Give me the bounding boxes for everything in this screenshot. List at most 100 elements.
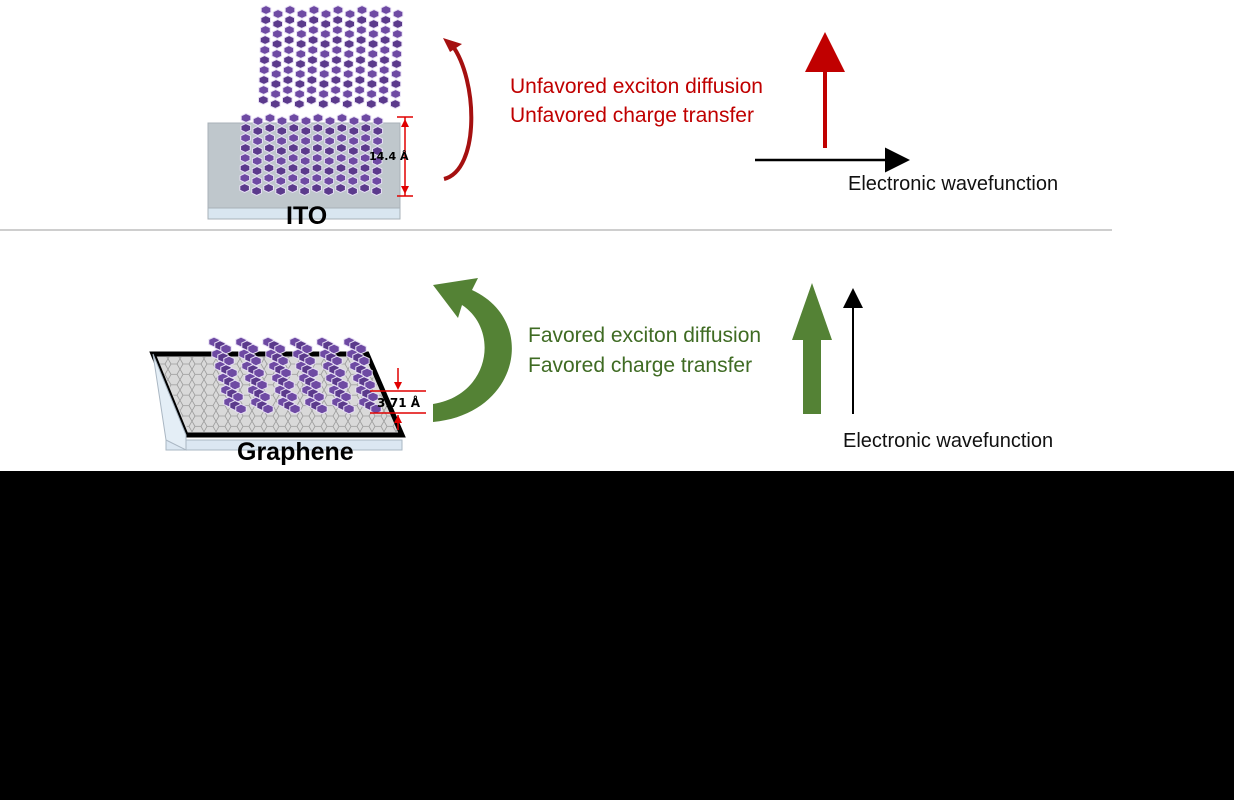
molecule-ring — [307, 45, 319, 55]
molecule-ring — [336, 143, 347, 153]
molecule-ring — [331, 35, 343, 45]
molecule-ring — [308, 15, 319, 25]
molecule-ring — [270, 69, 282, 79]
molecule-ring — [271, 49, 283, 59]
molecule-ring — [343, 403, 355, 415]
molecule-ring — [284, 5, 296, 15]
molecule-ring — [252, 146, 263, 156]
molecule-ring — [323, 186, 334, 196]
molecule-ring — [359, 173, 371, 183]
molecule-ring — [379, 35, 391, 45]
molecule-ring — [344, 29, 355, 39]
molecule-ring — [335, 163, 347, 173]
molecule-ring — [318, 89, 329, 99]
molecule-ring — [306, 65, 318, 75]
molecule-ring — [318, 79, 330, 89]
molecule-ring — [288, 113, 300, 123]
molecule-ring — [368, 19, 379, 29]
molecule-ring — [359, 153, 371, 163]
molecule-ring — [260, 5, 272, 15]
molecule-ring — [295, 49, 307, 59]
molecule-ring — [282, 85, 293, 95]
molecule-ring — [284, 25, 295, 35]
graphene-spacing-label: 3.71 Å — [377, 396, 421, 410]
molecule-ring — [324, 136, 335, 146]
molecule-ring — [262, 403, 274, 415]
molecule-ring — [282, 95, 293, 105]
molecule-ring — [367, 59, 378, 69]
molecule-ring — [307, 55, 318, 65]
molecule-ring — [295, 39, 307, 49]
molecule-ring — [259, 55, 270, 65]
molecule-ring — [390, 89, 401, 99]
molecule-ring — [287, 183, 298, 193]
molecule-ring — [330, 95, 341, 105]
molecule-ring — [283, 45, 295, 55]
molecule-ring — [355, 45, 367, 55]
molecule-ring — [318, 69, 330, 79]
molecule-ring — [342, 89, 353, 99]
graphene-curved-arrow — [433, 278, 512, 422]
molecule-ring — [356, 5, 368, 15]
molecule-ring — [294, 69, 306, 79]
molecule-ring — [354, 95, 365, 105]
molecule-ring — [264, 123, 276, 133]
molecule-ring — [330, 75, 342, 85]
molecule-ring — [368, 29, 379, 39]
molecule-ring — [319, 49, 331, 59]
molecule-ring — [275, 176, 287, 186]
molecule-ring — [300, 126, 312, 136]
molecule-ring — [299, 156, 311, 166]
ito-wavefunction-axes — [755, 32, 910, 173]
molecule-ring — [391, 49, 403, 59]
molecule-ring — [275, 166, 287, 176]
molecule-ring — [335, 173, 347, 183]
molecule-ring — [235, 403, 247, 415]
molecule-ring — [320, 19, 331, 29]
molecule-ring — [316, 403, 328, 415]
molecule-ring — [258, 75, 270, 85]
molecule-ring — [282, 65, 294, 75]
molecule-ring — [378, 85, 389, 95]
molecule-ring — [252, 116, 264, 126]
graphene-spacing-marker — [370, 368, 426, 430]
molecule-ring — [263, 153, 275, 163]
molecule-ring — [331, 45, 343, 55]
molecule-ring — [239, 183, 250, 193]
molecule-ring — [348, 146, 359, 156]
molecule-ring — [344, 19, 355, 29]
molecule-ring — [263, 163, 275, 173]
molecule-ring — [391, 59, 402, 69]
molecule-ring — [392, 19, 403, 29]
molecule-ring — [324, 116, 336, 126]
molecule-ring — [307, 35, 319, 45]
molecule-ring — [348, 136, 359, 146]
molecule-ring — [287, 153, 299, 163]
molecule-ring — [336, 123, 348, 133]
molecule-ring — [366, 69, 378, 79]
ito-spacing-marker — [397, 116, 413, 197]
molecule-ring — [354, 85, 365, 95]
molecule-ring — [330, 85, 341, 95]
molecule-ring — [308, 5, 320, 15]
molecule-ring — [379, 55, 390, 65]
molecule-ring — [270, 99, 281, 109]
molecule-ring — [251, 166, 263, 176]
molecule-ring — [294, 79, 306, 89]
molecule-ring — [323, 166, 335, 176]
molecule-ring — [276, 146, 287, 156]
molecule-ring — [391, 39, 403, 49]
molecule-ring — [263, 183, 274, 193]
graphene-wavefunction-axes — [792, 283, 863, 414]
molecule-ring — [332, 25, 343, 35]
ito-spacing-label: 14.4 Å — [369, 150, 409, 163]
molecule-ring — [270, 79, 282, 89]
molecule-ring — [342, 99, 353, 109]
molecule-ring — [264, 113, 276, 123]
molecule-ring — [296, 19, 307, 29]
molecule-ring — [372, 116, 384, 126]
molecule-ring — [296, 9, 308, 19]
ito-curved-arrow — [443, 38, 474, 181]
molecule-ring — [258, 85, 269, 95]
